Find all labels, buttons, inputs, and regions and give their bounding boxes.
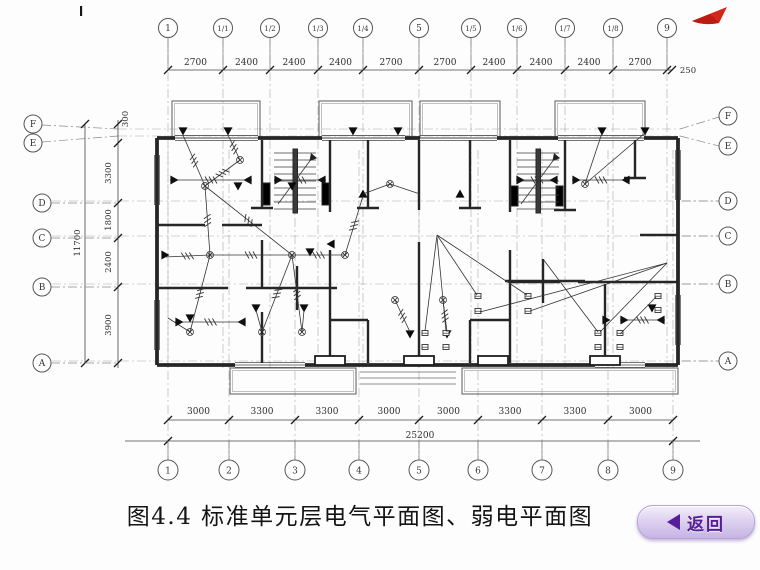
svg-text:3900: 3900: [104, 314, 114, 336]
svg-text:2400: 2400: [329, 58, 352, 68]
svg-text:9: 9: [670, 467, 676, 477]
svg-text:A: A: [38, 359, 46, 369]
svg-text:A: A: [724, 357, 732, 367]
svg-text:2400: 2400: [104, 251, 114, 273]
svg-text:2700: 2700: [629, 58, 652, 68]
figure-caption: 图4.4 标准单元层电气平面图、弱电平面图: [126, 504, 594, 530]
svg-text:1: 1: [165, 24, 171, 34]
svg-text:2400: 2400: [235, 58, 258, 68]
svg-text:3300: 3300: [104, 162, 114, 184]
svg-text:3000: 3000: [629, 407, 652, 417]
floor-plan-drawing: 2700 2400 2400 2400 2700 2700 2400 2400 2400 2700…: [23, 18, 738, 481]
svg-text:25200: 25200: [406, 431, 435, 441]
svg-text:1/7: 1/7: [559, 25, 570, 33]
svg-text:E: E: [30, 139, 37, 149]
svg-text:2400: 2400: [578, 58, 601, 68]
svg-text:8: 8: [605, 467, 611, 477]
svg-text:3300: 3300: [564, 407, 587, 417]
dimensions: 2700 2400 2400 2400 2700 2700 2400 2400 2400 2700…: [73, 58, 700, 446]
svg-text:1/8: 1/8: [607, 25, 618, 33]
svg-text:1/5: 1/5: [465, 25, 476, 33]
svg-text:1/4: 1/4: [357, 25, 369, 33]
walls: [155, 136, 680, 367]
svg-text:5: 5: [416, 467, 422, 477]
back-button-label: 返回: [687, 514, 725, 535]
svg-text:7: 7: [539, 467, 545, 477]
svg-text:D: D: [38, 199, 45, 209]
svg-text:9: 9: [664, 24, 670, 34]
svg-text:2400: 2400: [530, 58, 553, 68]
slide-marker: I: [79, 3, 84, 20]
svg-text:B: B: [39, 283, 46, 293]
svg-text:1/3: 1/3: [312, 25, 323, 33]
svg-text:F: F: [30, 120, 36, 130]
back-arrow-icon: [667, 514, 680, 530]
svg-text:3000: 3000: [187, 407, 210, 417]
svg-text:3: 3: [292, 467, 298, 477]
svg-text:F: F: [725, 112, 731, 122]
svg-text:2400: 2400: [283, 58, 306, 68]
svg-text:3300: 3300: [499, 407, 522, 417]
svg-text:3000: 3000: [378, 407, 401, 417]
svg-text:D: D: [724, 197, 731, 207]
svg-text:6: 6: [475, 467, 481, 477]
staircases: [274, 148, 561, 214]
svg-text:1/6: 1/6: [511, 25, 523, 33]
electrical-symbols: [161, 127, 662, 350]
back-button[interactable]: 返回: [637, 505, 755, 539]
svg-text:2700: 2700: [184, 58, 207, 68]
balconies: [171, 100, 679, 395]
svg-text:1: 1: [165, 467, 171, 477]
svg-text:4: 4: [356, 467, 362, 477]
svg-text:1800: 1800: [104, 209, 114, 231]
svg-text:3300: 3300: [316, 407, 339, 417]
wiring: [164, 132, 668, 335]
svg-text:300: 300: [121, 111, 131, 127]
svg-text:B: B: [725, 280, 732, 290]
svg-text:2700: 2700: [434, 58, 457, 68]
svg-text:250: 250: [680, 66, 696, 76]
svg-text:E: E: [725, 142, 732, 152]
svg-text:1/2: 1/2: [264, 25, 275, 33]
svg-text:3000: 3000: [437, 407, 460, 417]
svg-text:C: C: [725, 232, 732, 242]
svg-text:1/1: 1/1: [217, 25, 228, 33]
red-pointer-icon: [692, 7, 727, 25]
svg-text:2400: 2400: [483, 58, 506, 68]
svg-text:2: 2: [226, 467, 232, 477]
svg-text:C: C: [39, 234, 46, 244]
svg-text:3300: 3300: [251, 407, 274, 417]
svg-text:11700: 11700: [73, 229, 83, 256]
svg-text:2700: 2700: [380, 58, 403, 68]
svg-text:5: 5: [416, 24, 422, 34]
